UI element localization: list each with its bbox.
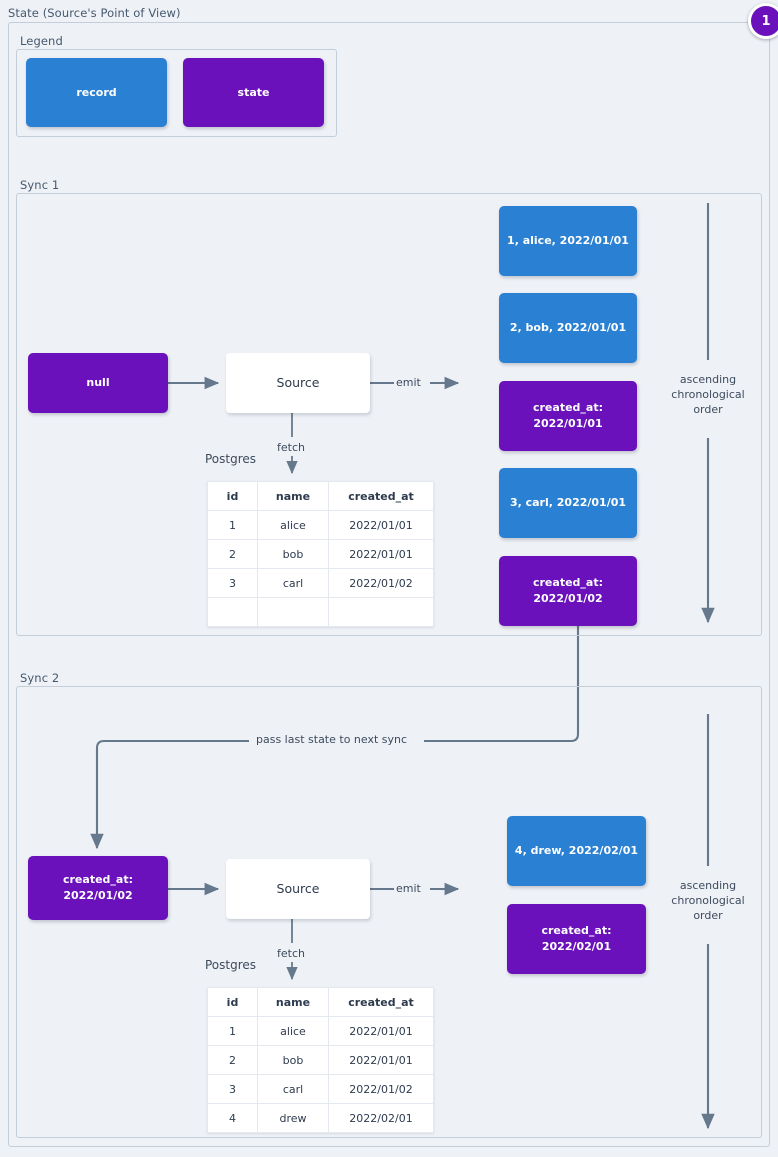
sync1-th-created-at: created_at xyxy=(328,481,434,511)
sync1-frame xyxy=(16,193,762,636)
sync1-cell-id: 3 xyxy=(207,568,258,598)
sync2-emitted-state-1-line2: 2022/02/01 xyxy=(541,940,612,953)
sync2-fetch-label: fetch xyxy=(277,947,305,960)
sync2-cell-id: 2 xyxy=(207,1045,258,1075)
sync1-cell-created-at: 2022/01/01 xyxy=(328,510,434,540)
sync1-source-box: Source xyxy=(226,353,370,413)
sync2-cell-created-at: 2022/01/01 xyxy=(328,1016,434,1046)
sync2-cell-created-at: 2022/01/01 xyxy=(328,1045,434,1075)
sync2-table: id name created_at 1 alice 2022/01/01 2 … xyxy=(207,987,434,1133)
sync1-emitted-state-2: created_at: 2022/01/02 xyxy=(499,556,637,626)
table-row: 3 carl 2022/01/02 xyxy=(207,1074,434,1104)
sync2-input-state-label: created_at: 2022/01/02 xyxy=(63,872,133,904)
legend-item-state-label: state xyxy=(237,85,270,99)
sync1-db-label: Postgres xyxy=(205,452,257,466)
legend-title: Legend xyxy=(20,34,63,48)
sync1-emitted-state-2-label: created_at: 2022/01/02 xyxy=(533,575,603,607)
sync2-cell-id: 1 xyxy=(207,1016,258,1046)
sync1-cell-created-at: 2022/01/02 xyxy=(328,568,434,598)
sync2-emitted-record-1: 4, drew, 2022/02/01 xyxy=(507,816,646,886)
sync2-order-label: ascending chronological order xyxy=(671,879,745,922)
sync2-input-state-line1: created_at: xyxy=(62,873,133,887)
sync1-emit-label: emit xyxy=(396,376,421,389)
sync1-title: Sync 1 xyxy=(20,178,60,192)
sync1-emitted-record-1-label: 1, alice, 2022/01/01 xyxy=(507,234,629,248)
table-header-row: id name created_at xyxy=(207,481,434,511)
sync2-cell-id: 4 xyxy=(207,1103,258,1133)
legend-item-record: record xyxy=(26,58,167,127)
legend-item-state: state xyxy=(183,58,324,127)
sync1-emitted-record-3-label: 3, carl, 2022/01/01 xyxy=(509,496,627,510)
table-row: 2 bob 2022/01/01 xyxy=(207,1045,434,1075)
table-row-empty xyxy=(207,597,434,627)
sync2-input-state: created_at: 2022/01/02 xyxy=(28,856,168,920)
sync2-cell-created-at: 2022/02/01 xyxy=(328,1103,434,1133)
sync1-order-label: ascending chronological order xyxy=(671,373,745,416)
sync2-source-label: Source xyxy=(276,880,320,896)
sync2-cell-id: 3 xyxy=(207,1074,258,1104)
sync2-th-created-at: created_at xyxy=(328,987,434,1017)
sync1-th-name: name xyxy=(257,481,329,511)
sync1-cell-name: carl xyxy=(257,568,329,598)
sync1-source-label: Source xyxy=(276,374,320,390)
sync1-fetch-label: fetch xyxy=(277,441,305,454)
sync1-cell-name: bob xyxy=(257,539,329,569)
sync1-emitted-state-1-line2: 2022/01/01 xyxy=(533,417,603,430)
sync2-th-name: name xyxy=(257,987,329,1017)
step-badge[interactable]: 1 xyxy=(748,3,778,39)
sync2-emitted-record-1-label: 4, drew, 2022/02/01 xyxy=(514,844,639,858)
outer-frame xyxy=(8,22,770,1147)
sync1-emitted-state-2-line2: 2022/01/02 xyxy=(533,592,603,605)
table-header-row: id name created_at xyxy=(207,987,434,1017)
sync2-frame xyxy=(16,686,762,1138)
sync1-th-id: id xyxy=(207,481,258,511)
sync2-cell-name: bob xyxy=(257,1045,329,1075)
sync1-emitted-state-1-label: created_at: 2022/01/01 xyxy=(533,400,603,432)
sync1-cell-created-at: 2022/01/01 xyxy=(328,539,434,569)
sync2-pass-state-label: pass last state to next sync xyxy=(256,733,408,746)
table-row: 1 alice 2022/01/01 xyxy=(207,1016,434,1046)
sync2-cell-name: alice xyxy=(257,1016,329,1046)
sync2-source-box: Source xyxy=(226,859,370,919)
sync1-cell-id: 2 xyxy=(207,539,258,569)
sync2-db-label: Postgres xyxy=(205,958,257,972)
table-row: 3 carl 2022/01/02 xyxy=(207,568,434,598)
sync1-cell-id: 1 xyxy=(207,510,258,540)
sync2-emit-label: emit xyxy=(396,882,421,895)
sync1-emitted-state-1-line1: created_at: xyxy=(532,401,603,415)
sync1-input-state: null xyxy=(28,353,168,413)
sync1-emitted-record-2-label: 2, bob, 2022/01/01 xyxy=(509,321,627,335)
legend-frame xyxy=(16,49,337,137)
sync2-cell-name: drew xyxy=(257,1103,329,1133)
sync2-input-state-line2: 2022/01/02 xyxy=(63,889,133,902)
legend-item-record-label: record xyxy=(76,85,117,99)
sync1-cell-name xyxy=(257,597,329,627)
sync1-emitted-record-1: 1, alice, 2022/01/01 xyxy=(499,206,637,276)
sync1-emitted-state-1: created_at: 2022/01/01 xyxy=(499,381,637,451)
sync1-cell-created-at xyxy=(328,597,434,627)
diagram-title: State (Source's Point of View) xyxy=(8,6,181,20)
table-row: 4 drew 2022/02/01 xyxy=(207,1103,434,1133)
sync2-cell-name: carl xyxy=(257,1074,329,1104)
sync2-emitted-state-1-label: created_at: 2022/02/01 xyxy=(541,923,611,955)
sync1-input-state-label: null xyxy=(86,376,110,390)
sync2-th-id: id xyxy=(207,987,258,1017)
table-row: 2 bob 2022/01/01 xyxy=(207,539,434,569)
table-row: 1 alice 2022/01/01 xyxy=(207,510,434,540)
sync1-cell-id xyxy=(207,597,258,627)
sync2-emitted-state-1-line1: created_at: xyxy=(541,924,612,938)
sync2-cell-created-at: 2022/01/02 xyxy=(328,1074,434,1104)
sync1-emitted-record-3: 3, carl, 2022/01/01 xyxy=(499,468,637,538)
sync1-table: id name created_at 1 alice 2022/01/01 2 … xyxy=(207,481,434,627)
sync2-title: Sync 2 xyxy=(20,671,60,685)
sync2-emitted-state-1: created_at: 2022/02/01 xyxy=(507,904,646,974)
sync1-emitted-record-2: 2, bob, 2022/01/01 xyxy=(499,293,637,363)
sync1-emitted-state-2-line1: created_at: xyxy=(532,576,603,590)
sync1-cell-name: alice xyxy=(257,510,329,540)
